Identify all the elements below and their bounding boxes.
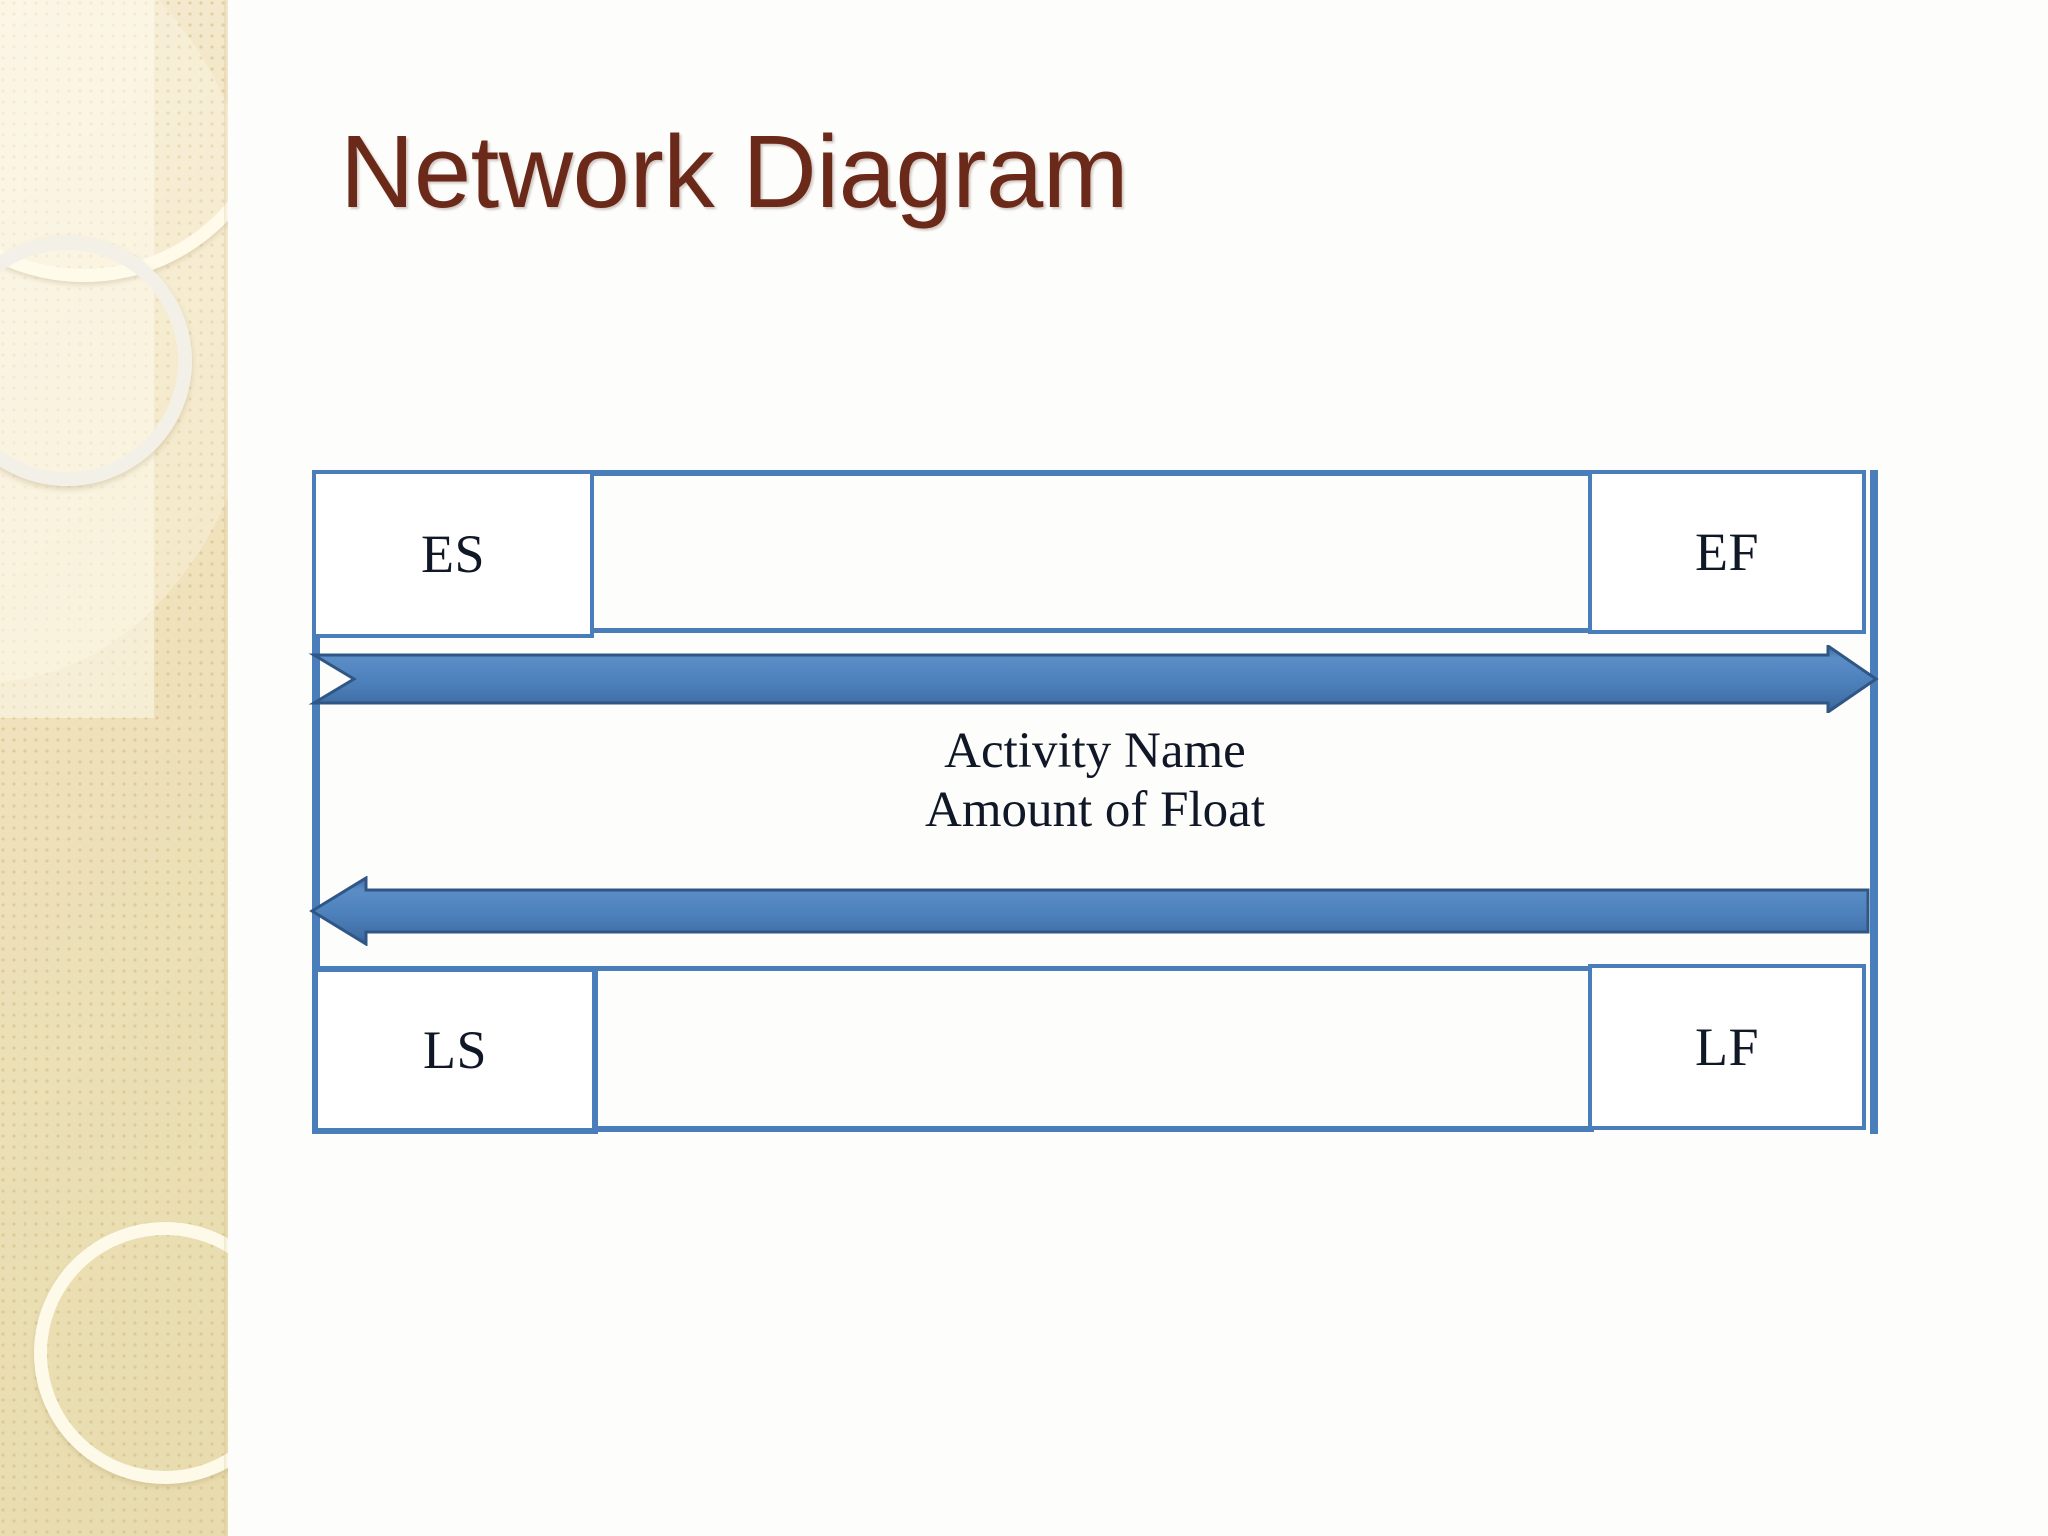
cell-label-es: ES: [420, 524, 486, 584]
frame-left-rail: [312, 470, 320, 1134]
cell-early-finish[interactable]: EF: [1588, 470, 1866, 634]
frame-bottom-inner-connector: [594, 966, 1590, 971]
cell-label-ls: LS: [422, 1020, 488, 1080]
frame-top-connector: [594, 470, 1590, 476]
cell-early-start[interactable]: ES: [312, 470, 594, 638]
amount-of-float-text: Amount of Float: [925, 782, 1265, 839]
page-title: Network Diagram: [340, 114, 1129, 229]
frame-bottom-connector: [594, 1126, 1594, 1132]
activity-label-block: Activity Name Amount of Float: [312, 722, 1878, 840]
theme-sidebar: [0, 0, 228, 1536]
frame-top-inner-connector: [594, 628, 1590, 633]
cell-late-finish[interactable]: LF: [1588, 964, 1866, 1130]
sidebar-edge-shadow: [224, 0, 228, 1536]
cell-label-ef: EF: [1694, 522, 1760, 582]
network-diagram: ES EF LS LF Activity Name Amount of Floa…: [308, 470, 1879, 1134]
cell-label-lf: LF: [1694, 1017, 1760, 1077]
arrow-left-icon: [308, 876, 1880, 946]
cell-late-start[interactable]: LS: [312, 966, 598, 1134]
frame-right-rail: [1870, 470, 1878, 1134]
arrow-right-icon: [308, 645, 1880, 713]
activity-name-text: Activity Name: [944, 723, 1246, 779]
